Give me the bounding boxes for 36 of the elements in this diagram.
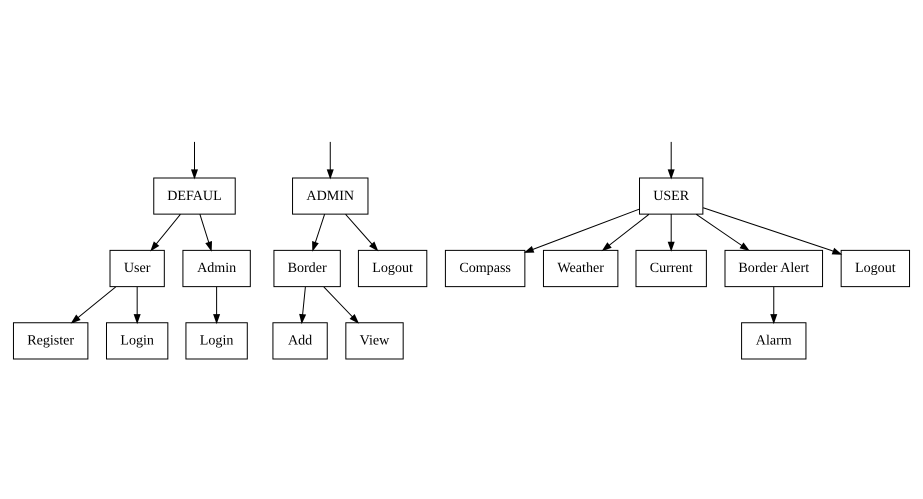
arrow [668, 214, 675, 252]
node-box: USER [639, 176, 704, 214]
arrow [696, 213, 750, 251]
node-box: Weather [542, 249, 618, 287]
arrow [524, 208, 640, 252]
node-box: Register [12, 322, 88, 359]
arrow [150, 214, 181, 251]
node-box: Admin [182, 249, 251, 287]
node-box: Compass [444, 249, 526, 287]
node-box: Current [635, 249, 707, 287]
arrow [770, 286, 778, 324]
arrow [190, 141, 198, 179]
arrow [326, 141, 334, 179]
arrow [70, 286, 116, 324]
node-box: DEFAUL [153, 176, 236, 214]
arrow [199, 214, 212, 252]
node-box: Login [106, 322, 168, 359]
node-box: User [110, 249, 165, 287]
node-box: Logout [840, 249, 910, 287]
node-box: View [345, 322, 404, 359]
arrow [323, 286, 360, 324]
arrow [668, 141, 675, 179]
arrow [345, 214, 378, 251]
arrow [134, 286, 141, 324]
arrow [213, 286, 220, 324]
arrow [703, 206, 842, 254]
arrow [602, 214, 650, 251]
node-box: Login [185, 322, 248, 359]
node-box: Alarm [741, 322, 806, 359]
node-box: Border [273, 249, 341, 287]
node-box: Border Alert [724, 249, 824, 287]
node-box: ADMIN [292, 176, 368, 214]
node-box: Logout [358, 249, 428, 287]
node-box: Add [272, 322, 328, 359]
arrow [299, 286, 306, 324]
arrow [312, 214, 326, 252]
